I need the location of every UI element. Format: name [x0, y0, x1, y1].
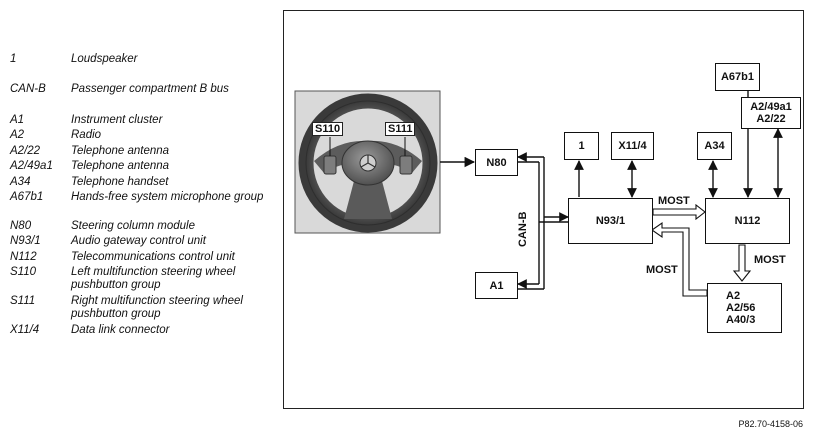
legend: 1 Loudspeaker CAN-B Passenger compartmen… [0, 0, 280, 437]
x11-4-box: X11/4 [611, 132, 654, 160]
legend-desc: Audio gateway control unit [71, 235, 206, 247]
legend-desc: Steering column module [71, 220, 196, 232]
figure-id: P82.70-4158-06 [738, 419, 803, 429]
legend-code: A2/49a1 [10, 160, 53, 172]
legend-desc: Right multifunction steering wheel pushb… [71, 295, 243, 320]
most-label-top: MOST [658, 195, 690, 207]
loudspeaker-box: 1 [564, 132, 599, 160]
legend-desc: Hands-free system microphone group [71, 191, 264, 203]
legend-code: N112 [10, 251, 37, 263]
most-label-right: MOST [754, 254, 786, 266]
legend-code: S111 [10, 295, 36, 307]
n80-box: N80 [475, 149, 518, 176]
legend-code: 1 [10, 53, 17, 65]
legend-code: A34 [10, 176, 31, 188]
a1-box: A1 [475, 272, 518, 299]
n93-1-box: N93/1 [568, 198, 653, 244]
block-diagram: S110 S111 N80 A1 1 X11/4 N93/1 A34 A67b1… [283, 10, 804, 409]
a2-group-box: A2 A2/56 A40/3 [707, 283, 782, 333]
legend-desc: Data link connector [71, 324, 170, 336]
a67b1-box: A67b1 [715, 63, 760, 91]
legend-code: A2/22 [10, 145, 41, 157]
steering-wheel-image [294, 90, 441, 234]
a2-56-label: A2/56 [726, 302, 756, 314]
n112-box: N112 [705, 198, 790, 244]
legend-code: A1 [10, 114, 25, 126]
legend-desc: Telephone antenna [71, 145, 170, 157]
a2-label: A2 [726, 290, 741, 302]
legend-code: N93/1 [10, 235, 41, 247]
legend-desc: Telephone antenna [71, 160, 170, 172]
antenna-box: A2/49a1 A2/22 [741, 97, 801, 129]
legend-desc: Loudspeaker [71, 53, 138, 65]
legend-desc: Passenger compartment B bus [71, 83, 229, 95]
s110-label: S110 [312, 122, 344, 136]
legend-code: N80 [10, 220, 32, 232]
legend-desc: Telephone handset [71, 176, 169, 188]
legend-code: A2 [10, 129, 25, 141]
a40-3-label: A40/3 [726, 314, 756, 326]
a2-49a1-label: A2/49a1 [750, 101, 792, 113]
legend-desc: Instrument cluster [71, 114, 163, 126]
legend-code: X11/4 [10, 324, 40, 336]
can-b-label: CAN-B [517, 211, 529, 247]
a2-22-label: A2/22 [756, 113, 786, 125]
legend-code: CAN-B [10, 83, 46, 95]
legend-desc: Radio [71, 129, 102, 141]
a34-box: A34 [697, 132, 732, 160]
most-label-left: MOST [646, 264, 678, 276]
legend-code: A67b1 [10, 191, 44, 203]
legend-code: S110 [10, 266, 37, 278]
s111-label: S111 [385, 122, 416, 136]
legend-desc: Telecommunications control unit [71, 251, 235, 263]
legend-desc: Left multifunction steering wheel pushbu… [71, 266, 236, 291]
diagram-connections [294, 90, 783, 297]
